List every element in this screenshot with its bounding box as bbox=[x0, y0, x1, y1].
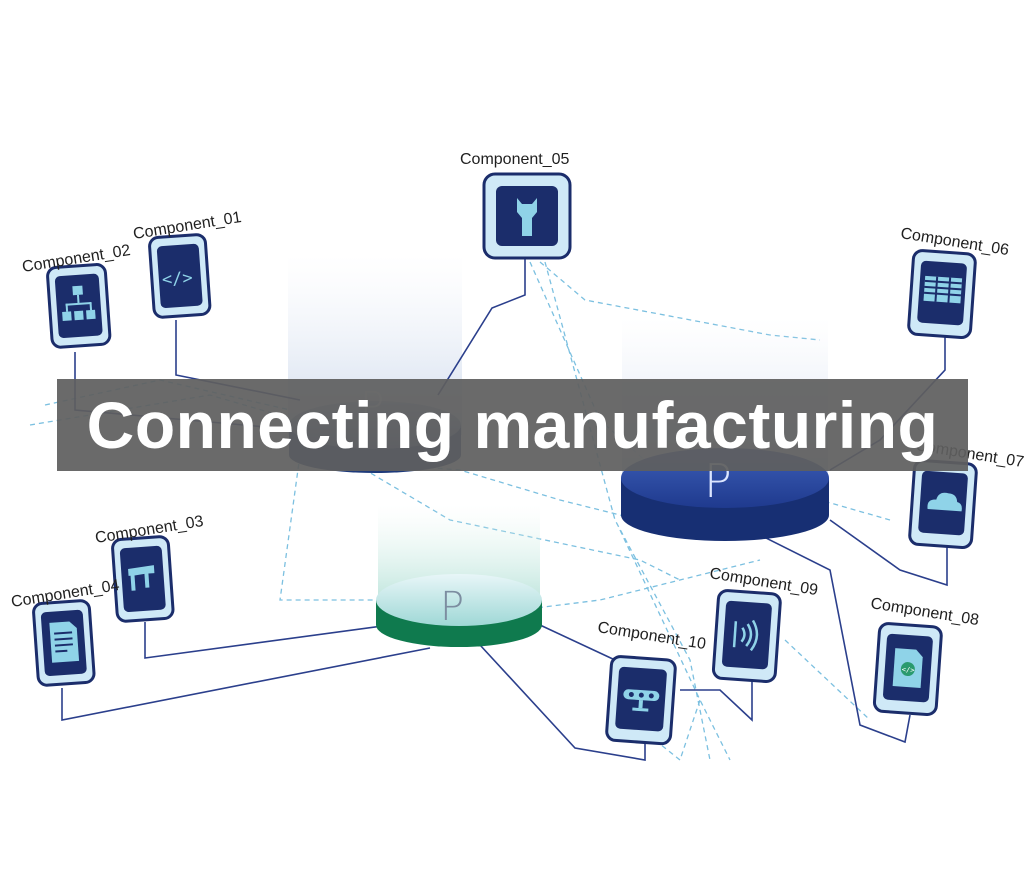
code-file-icon: </> bbox=[892, 648, 923, 688]
wireless-signal-icon bbox=[732, 619, 759, 652]
component-04[interactable] bbox=[32, 599, 96, 687]
dashed-link bbox=[654, 699, 701, 762]
link bbox=[539, 624, 616, 661]
component-06[interactable] bbox=[907, 249, 977, 340]
link bbox=[61, 647, 431, 721]
component-07[interactable] bbox=[908, 459, 978, 550]
title-banner: Connecting manufacturing bbox=[57, 379, 968, 471]
org-chart-icon bbox=[62, 285, 96, 322]
component-03[interactable] bbox=[111, 535, 175, 623]
hub-green: P bbox=[376, 574, 542, 647]
hub-letter: P bbox=[440, 584, 464, 630]
component-05[interactable] bbox=[482, 172, 572, 260]
component-label: Component_05 bbox=[460, 151, 570, 168]
component-label: Component_10 bbox=[596, 619, 707, 653]
page-title: Connecting manufacturing bbox=[86, 388, 939, 462]
dashed-link bbox=[279, 454, 380, 601]
link bbox=[759, 534, 911, 744]
code-icon: </> bbox=[161, 268, 193, 290]
component-02[interactable] bbox=[46, 263, 112, 349]
tool-icon bbox=[517, 198, 537, 236]
link bbox=[680, 680, 753, 722]
spreadsheet-icon bbox=[923, 275, 963, 304]
cloud-icon bbox=[927, 492, 962, 512]
sensor-device-icon bbox=[623, 689, 660, 712]
dashed-link bbox=[339, 454, 681, 581]
dashed-link bbox=[544, 261, 711, 761]
component-08[interactable]: </> bbox=[872, 622, 943, 717]
link bbox=[144, 622, 391, 659]
component-10[interactable] bbox=[605, 655, 677, 746]
svg-text:</>: </> bbox=[902, 666, 915, 675]
component-09[interactable] bbox=[711, 589, 782, 684]
dashed-link bbox=[784, 639, 871, 721]
component-01[interactable]: </> bbox=[148, 233, 212, 319]
link bbox=[437, 258, 526, 396]
dashed-link bbox=[519, 559, 761, 611]
link bbox=[479, 644, 646, 761]
document-icon bbox=[49, 621, 80, 663]
link bbox=[829, 519, 948, 587]
robot-arm-icon bbox=[128, 565, 155, 591]
